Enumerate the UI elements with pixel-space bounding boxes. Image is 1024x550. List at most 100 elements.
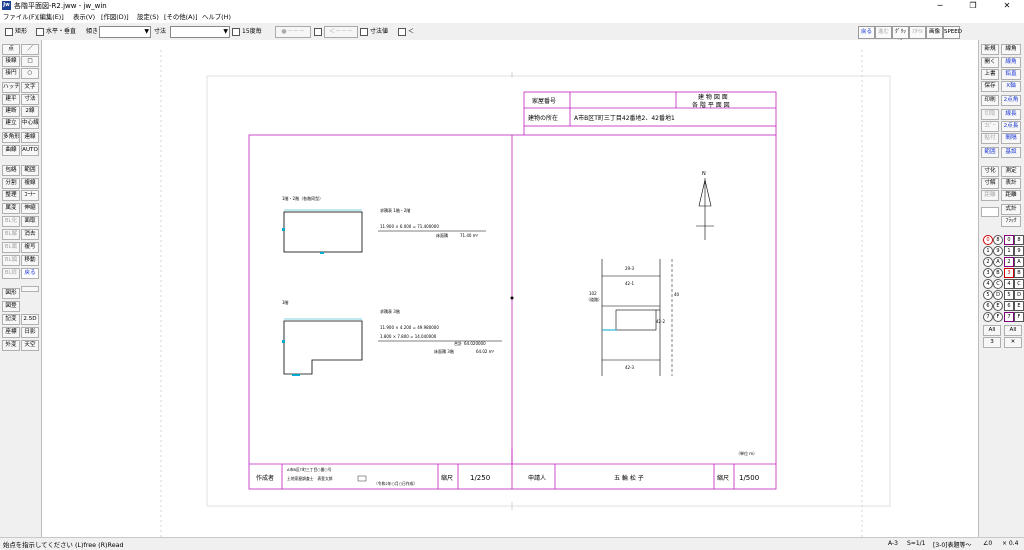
arrow-start-field[interactable]: ●－－－ — [275, 26, 311, 38]
style-button[interactable]: ｽﾀｲﾙ — [909, 26, 926, 39]
tool-polygon[interactable]: 多角形 — [2, 132, 20, 143]
tool-tangent[interactable]: 接線 — [2, 56, 20, 67]
layer-c[interactable]: C — [993, 279, 1003, 289]
tool-dim-convert[interactable]: 寸化 — [981, 166, 999, 177]
layer-8[interactable]: 8 — [993, 235, 1003, 245]
line-type-sample[interactable] — [21, 286, 39, 292]
tool-circle[interactable]: ○ — [21, 68, 39, 79]
deg15-checkbox[interactable]: 15度毎 — [232, 27, 262, 36]
status-layer[interactable]: A-3 — [888, 540, 898, 547]
tool-block-end[interactable]: BL終 — [2, 268, 20, 279]
group-d[interactable]: D — [1014, 290, 1024, 300]
tool-envelope[interactable]: 包絡 — [2, 165, 20, 176]
speed-button[interactable]: SPEED — [943, 26, 962, 39]
tool-chamfer[interactable]: 面取 — [21, 216, 39, 227]
tool-save[interactable]: 保存 — [981, 81, 999, 92]
tool-figure[interactable]: 図形 — [2, 288, 20, 299]
layer-line-sample[interactable] — [981, 207, 999, 217]
tool-range[interactable]: 範囲 — [21, 165, 39, 176]
tool-point[interactable]: 点 — [2, 44, 20, 55]
tool-open[interactable]: 開く — [981, 57, 999, 68]
tool-interval[interactable]: 間隔 — [1001, 133, 1021, 144]
angle-checkbox[interactable]: ＜ — [398, 27, 414, 36]
tool-print[interactable]: 印刷 — [981, 95, 999, 106]
tool-double-line[interactable]: 2線 — [21, 106, 39, 117]
tool-text[interactable]: 文字 — [21, 82, 39, 93]
tool-figure-register[interactable]: 図登 — [2, 301, 20, 312]
maximize-button[interactable]: ❐ — [969, 1, 977, 10]
grid-button[interactable]: ｸﾞﾘｯﾄﾞ — [892, 26, 909, 46]
menu-file[interactable]: ファイル(F) — [3, 13, 38, 21]
layer-4[interactable]: 4 — [983, 279, 993, 289]
tool-measure[interactable]: 測定 — [1001, 166, 1021, 177]
tool-undo[interactable]: 戻る — [21, 268, 39, 279]
tool-erase[interactable]: 消去 — [21, 229, 39, 240]
tool-divide[interactable]: 分割 — [2, 178, 20, 189]
tool-select-range[interactable]: 範囲 — [981, 147, 999, 158]
tool-line-angle-2[interactable]: 線角 — [1001, 57, 1021, 68]
tool-paste[interactable]: 貼付 — [981, 133, 999, 144]
layer-0[interactable]: 0 — [983, 235, 993, 245]
tool-flag[interactable]: ﾌﾗｯｸ — [1001, 216, 1021, 227]
layer-e[interactable]: E — [993, 301, 1003, 311]
layer-9[interactable]: 9 — [993, 246, 1003, 256]
group-e[interactable]: E — [1014, 301, 1024, 311]
tool-distance[interactable]: 距離 — [1001, 190, 1021, 201]
layer-1[interactable]: 1 — [983, 246, 993, 256]
hv-checkbox[interactable]: 水平・垂直 — [36, 27, 76, 36]
dimvalue-checkbox[interactable]: 寸法値 — [360, 27, 388, 36]
tool-new[interactable]: 新規 — [981, 44, 999, 55]
layer-a[interactable]: A — [993, 257, 1003, 267]
group-7[interactable]: 7 — [1004, 312, 1014, 322]
tool-auto[interactable]: AUTO — [21, 145, 39, 156]
tool-distance-a[interactable]: 距離 — [981, 190, 999, 201]
tool-base-setting[interactable]: 基設 — [1001, 147, 1021, 158]
tool-block-attr[interactable]: BL属 — [2, 242, 20, 253]
group-a[interactable]: A — [1014, 257, 1024, 267]
menu-other[interactable]: [その他(A)] — [164, 13, 198, 21]
layer-5[interactable]: 5 — [983, 290, 993, 300]
group-0[interactable]: 0 — [1004, 235, 1014, 245]
group-4[interactable]: 4 — [1004, 279, 1014, 289]
layer-2[interactable]: 2 — [983, 257, 993, 267]
tool-two-point-length[interactable]: 2点長 — [1001, 121, 1021, 132]
tool-symbol-change[interactable]: 記変 — [2, 314, 20, 325]
group-all-button[interactable]: All — [1004, 325, 1022, 336]
menu-draw[interactable]: [作図(D)] — [101, 13, 129, 21]
tool-line[interactable]: ／ — [21, 44, 39, 55]
close-button[interactable]: ✕ — [1003, 1, 1011, 10]
tool-25d[interactable]: 2.5D — [21, 314, 39, 325]
status-scale[interactable]: S=1/1 — [907, 540, 926, 547]
tool-centerline[interactable]: 中心線 — [21, 118, 39, 129]
tool-curve[interactable]: 曲線 — [2, 145, 20, 156]
status-zoom[interactable]: × 0.4 — [1002, 540, 1019, 547]
group-c[interactable]: C — [1014, 279, 1024, 289]
tool-table-calc[interactable]: 表計 — [1001, 178, 1021, 189]
tool-two-point-angle[interactable]: 2点角 — [1001, 95, 1021, 106]
status-angle[interactable]: ∠0 — [983, 540, 993, 547]
layer-7[interactable]: 7 — [983, 312, 993, 322]
layer-b[interactable]: B — [993, 268, 1003, 278]
tool-shadow[interactable]: 日影 — [21, 327, 39, 338]
tool-block-explode[interactable]: BL解 — [2, 229, 20, 240]
tool-polyline[interactable]: 連線 — [21, 132, 39, 143]
group-3[interactable]: 3 — [1004, 268, 1014, 278]
arrow-checkbox[interactable] — [314, 27, 324, 36]
tool-block-make[interactable]: BL化 — [2, 216, 20, 227]
slope-combo[interactable]: ▼ — [99, 26, 151, 38]
layer-d[interactable]: D — [993, 290, 1003, 300]
tool-vertical[interactable]: 鉛直 — [1001, 69, 1021, 80]
menu-help[interactable]: ヘルプ(H) — [202, 13, 231, 21]
tool-cut[interactable]: 切取 — [981, 109, 999, 120]
group-2[interactable]: 2 — [1004, 257, 1014, 267]
layer-f[interactable]: F — [993, 312, 1003, 322]
tool-line-length[interactable]: 線長 — [1001, 109, 1021, 120]
tool-copy-clip[interactable]: ｺﾋﾟｰ — [981, 121, 999, 132]
layer-all-button[interactable]: All — [983, 325, 1001, 336]
tool-x-axis[interactable]: X軸 — [1001, 81, 1021, 92]
drawing-svg[interactable]: 家屋番号 建 物 図 面 各 階 平 面 図 建物の所在 A市B区T町三丁目42… — [42, 40, 978, 537]
tool-cleanup[interactable]: 整理 — [2, 190, 20, 201]
tool-line-angle[interactable]: 線角 — [1001, 44, 1021, 55]
layer-6[interactable]: 6 — [983, 301, 993, 311]
menu-settings[interactable]: 設定(S) — [137, 13, 159, 21]
